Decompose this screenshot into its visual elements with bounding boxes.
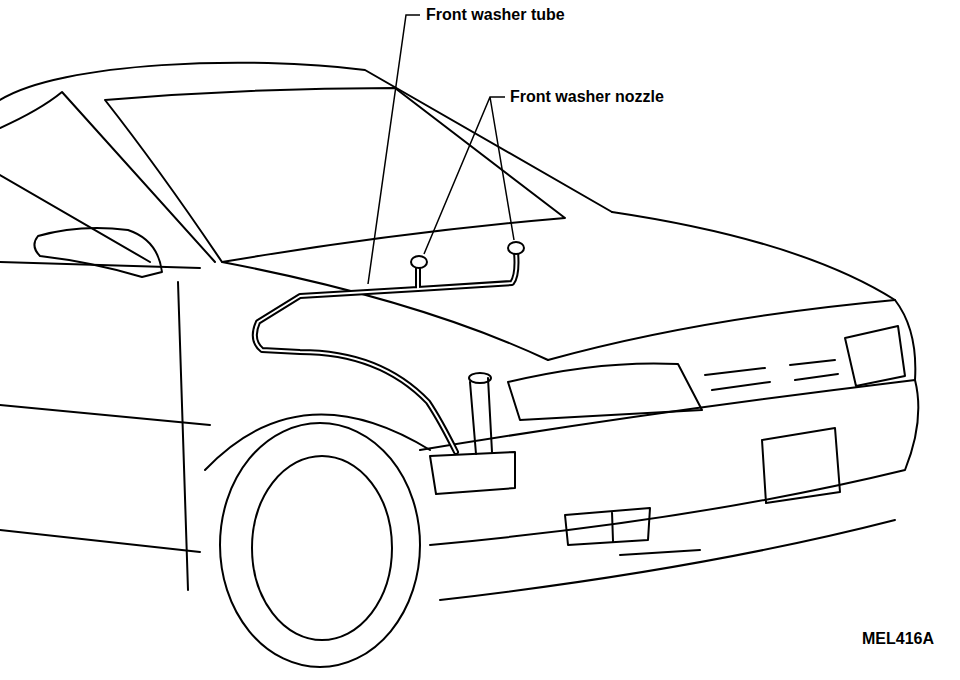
filler-neck [470,378,492,454]
spoiler [440,520,895,600]
roof-line [0,63,612,212]
side-line [0,405,210,552]
bumper [420,380,918,545]
filler-cap [469,373,491,383]
figure-code: MEL416A [860,630,936,648]
part-name: Front washer nozzle [508,88,666,106]
door-edge [178,282,188,590]
part-name: Front washer tube [424,6,567,24]
grille [705,360,838,390]
leader-line [368,15,514,284]
hood-front [548,300,895,360]
license-plate [762,428,840,503]
washer-tank [430,452,515,494]
hood-edge [612,212,915,380]
belt-line [0,262,200,268]
washer-tube [255,252,517,452]
a-pillar [0,92,215,262]
fog-light [565,508,650,545]
mirror [34,228,162,277]
bumper-slot [620,550,700,555]
car-body [0,63,918,667]
tire [220,423,420,667]
headlight [845,326,905,386]
side-window [0,175,150,262]
windshield [105,88,565,262]
wheel [252,456,392,640]
